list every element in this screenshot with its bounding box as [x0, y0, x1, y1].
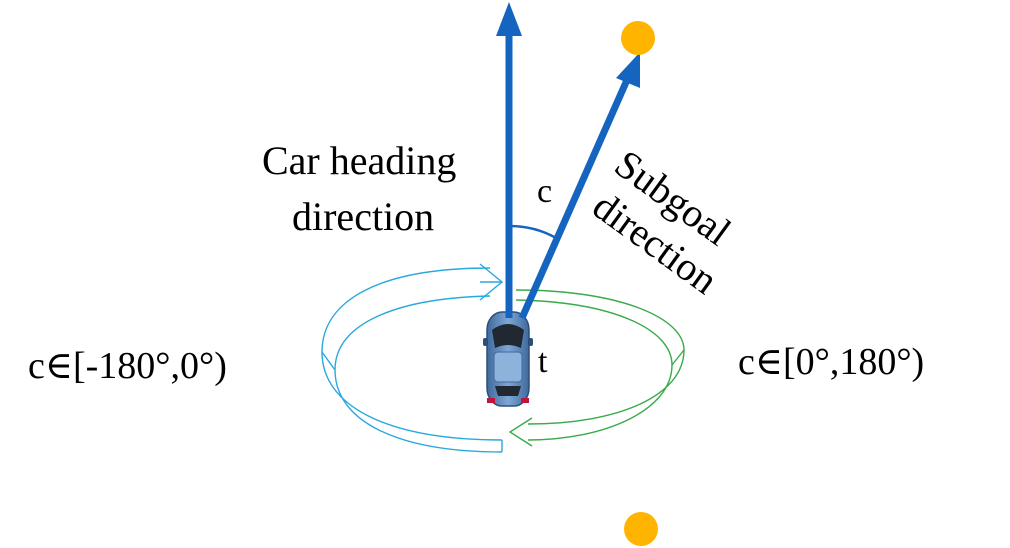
angle-label: c	[537, 173, 552, 210]
vehicle-label: t	[538, 343, 548, 380]
left-rotation-arrow	[321, 263, 504, 453]
subgoal-direction-arrow	[518, 52, 640, 320]
right-range-label: c∈[0°,180°)	[738, 341, 924, 383]
car-heading-label-line2: direction	[292, 194, 434, 239]
car-heading-label-line1: Car heading	[262, 138, 456, 183]
left-range-label: c∈[-180°,0°)	[28, 345, 227, 387]
subgoal-dot-icon	[624, 512, 658, 546]
angle-arc	[508, 224, 557, 240]
right-rotation-arrow	[508, 289, 685, 447]
car-topview-icon	[483, 311, 533, 407]
car-heading-arrow	[496, 2, 522, 318]
subgoal-dot-icon	[621, 21, 655, 55]
